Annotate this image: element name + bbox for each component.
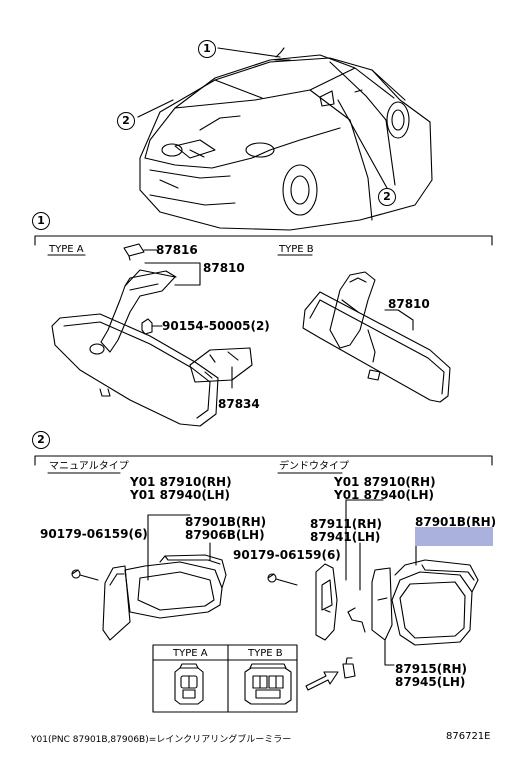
part-87834: 87834 [218,397,260,411]
section2-frame [34,455,493,474]
inset-type-b-label: TYPE B [248,648,283,659]
type-b-label: TYPE B [279,244,314,255]
part-87915: 87915(RH) [395,662,467,676]
part-90179-right: 90179-06159(6) [233,548,341,562]
part-87810-b: 87810 [388,297,430,311]
part-90179-left: 90179-06159(6) [40,527,148,541]
inner-mirror-type-b [302,271,451,403]
outer-mirror-electric [267,499,479,691]
type-a-label: TYPE A [49,244,84,255]
section1-frame [34,235,493,256]
manual-type-title: マニュアルタイプ [49,461,129,472]
connector-inset [152,644,298,713]
electric-type-title: デンドウタイプ [279,461,349,472]
part-87810-a: 87810 [203,261,245,275]
part-right-87910: Y01 87910(RH) [334,475,436,489]
callout-2-left: 2 [117,112,135,130]
part-87941: 87941(LH) [310,530,381,544]
part-87945: 87945(LH) [395,675,466,689]
part-87911: 87911(RH) [310,517,382,531]
part-left-87940: Y01 87940(LH) [130,488,230,502]
diagram-code: 876721E [446,731,491,742]
callout-2-right: 2 [378,188,396,206]
part-87906b: 87906B(LH) [185,528,265,542]
part-87901b-left: 87901B(RH) [185,515,267,529]
footer-note: Y01(PNC 87901B,87906B)=レインクリアリングブルーミラー [31,735,292,745]
outer-mirror-manual [71,514,227,641]
callout-1-top: 1 [198,40,216,58]
inset-type-a-label: TYPE A [173,648,208,659]
part-87816: 87816 [156,243,198,257]
part-left-87910: Y01 87910(RH) [130,475,232,489]
section2-callout: 2 [32,431,50,449]
inner-mirror-type-a [51,243,253,427]
part-87901b-right: 87901B(RH) [415,516,497,527]
part-right-87940: Y01 87940(LH) [334,488,434,502]
section1-callout: 1 [32,212,50,230]
car-illustration [137,47,433,231]
part-90154: 90154-50005(2) [162,319,270,333]
highlight-box [415,527,493,546]
